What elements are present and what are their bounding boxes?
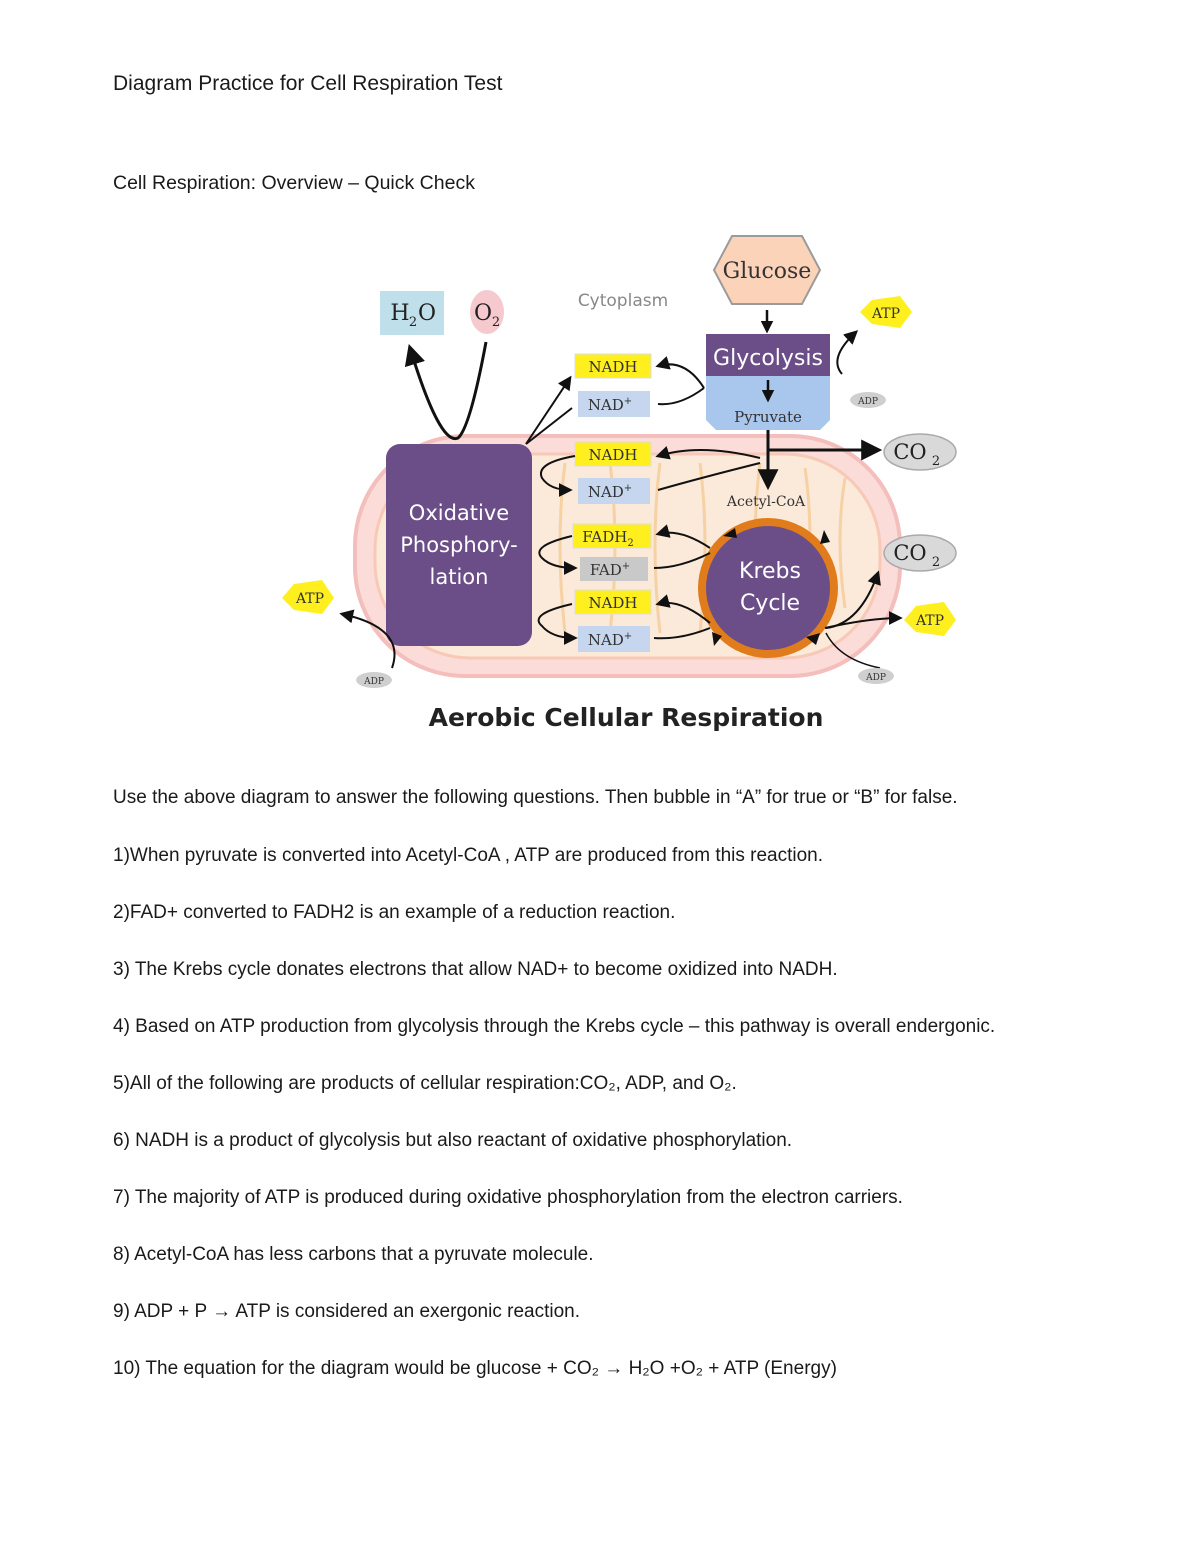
svg-text:FAD+: FAD+ <box>590 561 630 579</box>
instructions: Use the above diagram to answer the foll… <box>113 787 958 808</box>
svg-text:ATP: ATP <box>295 591 324 607</box>
question-4: 4) Based on ATP production from glycolys… <box>113 1016 996 1037</box>
krebs-label-1: Krebs <box>739 559 801 584</box>
oxphos-label-2: Phosphory- <box>400 533 518 557</box>
atp-glycolysis: ATP <box>860 296 912 328</box>
svg-text:ATP: ATP <box>915 613 944 629</box>
question-7: 7) The majority of ATP is produced durin… <box>113 1187 903 1208</box>
svg-text:H: H <box>390 301 409 326</box>
svg-text:ADP: ADP <box>857 397 878 407</box>
svg-text:NADH: NADH <box>588 358 637 376</box>
svg-text:O: O <box>474 301 492 326</box>
krebs-label-2: Cycle <box>740 591 800 616</box>
co2-bubble-top: CO 2 <box>883 433 957 471</box>
glycolysis-box: Glycolysis Pyruvate <box>706 334 830 430</box>
question-8: 8) Acetyl-CoA has less carbons that a py… <box>113 1244 594 1265</box>
svg-text:O: O <box>418 301 436 326</box>
oxphos-label-1: Oxidative <box>409 501 509 525</box>
h2o-box: H 2 O <box>380 291 444 335</box>
svg-text:NAD+: NAD+ <box>588 631 632 649</box>
svg-text:NAD+: NAD+ <box>588 396 632 414</box>
krebs-cycle: Krebs Cycle <box>698 518 838 658</box>
question-9: 9) ADP + P → ATP is considered an exergo… <box>113 1301 580 1322</box>
question-2: 2)FAD+ converted to FADH2 is an example … <box>113 902 676 923</box>
cytoplasm-label: Cytoplasm <box>578 291 668 311</box>
adp-glycolysis: ADP <box>850 392 886 408</box>
svg-text:ADP: ADP <box>865 673 886 683</box>
svg-text:NAD+: NAD+ <box>588 483 632 501</box>
oxidative-phosphorylation: Oxidative Phosphory- lation <box>386 444 532 646</box>
atp-krebs: ATP <box>904 602 956 636</box>
acetyl-coa-label: Acetyl-CoA <box>726 494 806 510</box>
question-6: 6) NADH is a product of glycolysis but a… <box>113 1130 793 1151</box>
carrier-arrows <box>525 356 761 645</box>
o2-bubble: O 2 <box>470 290 504 334</box>
adp-oxphos: ADP <box>356 672 392 688</box>
adp-krebs: ADP <box>858 668 894 684</box>
carriers: NADH NAD+ NADH NAD+ FADH2 FAD+ NADH NAD+ <box>572 353 652 652</box>
oxphos-label-3: lation <box>430 565 489 589</box>
svg-text:2: 2 <box>932 454 940 469</box>
question-1: 1)When pyruvate is converted into Acetyl… <box>113 845 824 866</box>
svg-text:CO: CO <box>893 541 926 565</box>
question-5: 5)All of the following are products of c… <box>113 1073 737 1094</box>
svg-text:2: 2 <box>492 315 500 330</box>
diagram-title: Aerobic Cellular Respiration <box>429 703 824 732</box>
question-list: 1)When pyruvate is converted into Acetyl… <box>113 845 995 1415</box>
glucose-label: Glucose <box>723 259 812 284</box>
svg-text:NADH: NADH <box>588 446 637 464</box>
svg-text:2: 2 <box>409 315 417 330</box>
respiration-diagram: Glucose Glycolysis Pyruvate Acetyl-CoA C… <box>280 228 980 748</box>
svg-text:2: 2 <box>932 555 940 570</box>
question-3: 3) The Krebs cycle donates electrons tha… <box>113 959 838 980</box>
section-title: Cell Respiration: Overview – Quick Check <box>113 172 475 194</box>
glucose-node: Glucose <box>712 235 822 305</box>
svg-text:ATP: ATP <box>871 306 900 322</box>
diagram-svg: Glucose Glycolysis Pyruvate Acetyl-CoA C… <box>282 235 957 732</box>
svg-text:CO: CO <box>893 440 926 464</box>
question-10: 10) The equation for the diagram would b… <box>113 1358 837 1379</box>
page-title: Diagram Practice for Cell Respiration Te… <box>113 72 503 95</box>
svg-text:NADH: NADH <box>588 594 637 612</box>
co2-bubble-bottom: CO 2 <box>883 534 957 572</box>
pyruvate-label: Pyruvate <box>734 408 802 426</box>
glycolysis-label: Glycolysis <box>713 346 823 371</box>
atp-oxphos: ATP <box>282 580 334 614</box>
svg-text:ADP: ADP <box>363 677 384 687</box>
svg-text:FADH2: FADH2 <box>582 528 633 549</box>
